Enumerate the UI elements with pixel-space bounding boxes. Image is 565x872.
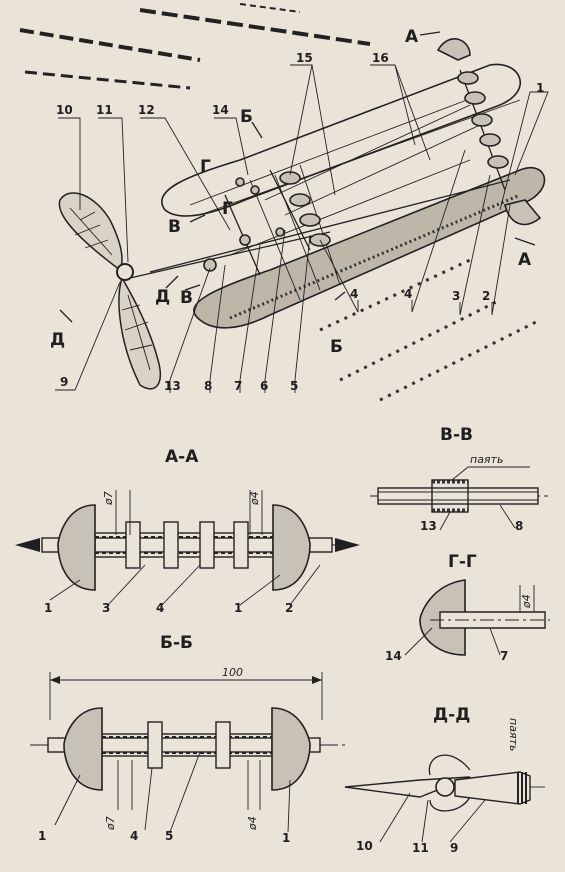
section-bb-callout-4: 4 — [130, 829, 138, 843]
callout-numbers: 1 2 3 4 4 5 6 7 8 9 10 11 12 13 14 15 16 — [56, 51, 544, 393]
callout-leaders — [55, 64, 549, 393]
section-bb-callout-5: 5 — [165, 829, 173, 843]
section-gg-callout-14: 14 — [385, 649, 402, 663]
callout-6: 6 — [260, 379, 268, 393]
speed-streaks — [19, 3, 541, 402]
section-vv-callout-13: 13 — [420, 519, 437, 533]
section-bb-dim-d4: ø4 — [246, 816, 259, 831]
section-aa-callout-4: 4 — [156, 601, 164, 615]
section-vv-note: паять — [470, 453, 503, 466]
callout-16: 16 — [372, 51, 389, 65]
section-bb-callout-1-left: 1 — [38, 829, 46, 843]
section-dd-note: паять — [507, 718, 520, 751]
section-mark-v-bottom: В — [180, 288, 193, 308]
section-bb-dim-d7: ø7 — [104, 816, 117, 831]
callout-5: 5 — [290, 379, 298, 393]
section-aa-title: А-А — [165, 447, 199, 467]
callout-10: 10 — [56, 103, 73, 117]
section-aa-callout-3: 3 — [102, 601, 110, 615]
callout-1: 1 — [536, 81, 544, 95]
section-aa: А-А ø7 ø4 1 3 4 1 2 — [15, 447, 360, 615]
section-dd: Д-Д паять 10 11 9 — [344, 705, 545, 855]
section-bb-dim-100: 100 — [222, 666, 243, 679]
section-gg: Г-Г ø4 14 7 — [385, 552, 550, 663]
section-mark-g-bottom: Г — [222, 199, 233, 219]
callout-12: 12 — [138, 103, 155, 117]
callout-9: 9 — [60, 375, 68, 389]
callout-11: 11 — [96, 103, 113, 117]
section-mark-b-bottom: Б — [330, 337, 343, 357]
pulleys — [203, 71, 509, 272]
section-bb-title: Б-Б — [160, 633, 193, 653]
float-lower — [193, 167, 546, 329]
callout-2: 2 — [482, 289, 490, 303]
section-aa-dim-d4: ø4 — [248, 491, 261, 506]
callout-15: 15 — [296, 51, 313, 65]
section-aa-callout-2: 2 — [285, 601, 293, 615]
section-mark-g-top: Г — [200, 157, 211, 177]
section-mark-a-bottom: А — [518, 250, 532, 270]
callout-14: 14 — [212, 103, 229, 117]
main-view: А А Б Б В В Г Г Д Д — [19, 3, 549, 402]
section-gg-dim-d4: ø4 — [520, 594, 533, 609]
section-bb-callout-1-right: 1 — [282, 831, 290, 845]
callout-7: 7 — [234, 379, 242, 393]
rotor-cap-bottom — [504, 199, 542, 226]
section-vv-callout-8: 8 — [515, 519, 523, 533]
section-mark-b-top: Б — [240, 107, 253, 127]
section-dd-title: Д-Д — [433, 705, 470, 725]
section-dd-callout-9: 9 — [450, 841, 458, 855]
callout-13: 13 — [164, 379, 181, 393]
section-mark-d-left: Д — [50, 330, 65, 350]
section-dd-callout-10: 10 — [356, 839, 373, 853]
section-dd-callout-11: 11 — [412, 841, 429, 855]
callout-8: 8 — [204, 379, 212, 393]
section-aa-callout-1-left: 1 — [44, 601, 52, 615]
section-mark-labels: А А Б Б В В Г Г Д Д — [50, 27, 536, 357]
section-mark-a-top: А — [405, 27, 419, 47]
rotor-cap-top — [436, 38, 471, 61]
axle-rods — [129, 69, 521, 301]
section-vv: В-В паять 13 8 — [370, 425, 548, 533]
section-vv-title: В-В — [440, 425, 473, 445]
section-aa-dim-d7: ø7 — [102, 491, 115, 506]
section-mark-v-top: В — [168, 217, 181, 237]
section-gg-title: Г-Г — [448, 552, 477, 572]
section-bb: Б-Б 100 ø7 ø4 1 4 5 1 — [30, 633, 345, 845]
section-mark-d-right: Д — [155, 287, 170, 307]
callout-4-left: 4 — [350, 287, 358, 301]
callout-3: 3 — [452, 289, 460, 303]
section-aa-callout-1-right: 1 — [234, 601, 242, 615]
section-gg-callout-7: 7 — [500, 649, 508, 663]
propeller — [58, 192, 161, 390]
callout-4-right: 4 — [404, 287, 412, 301]
